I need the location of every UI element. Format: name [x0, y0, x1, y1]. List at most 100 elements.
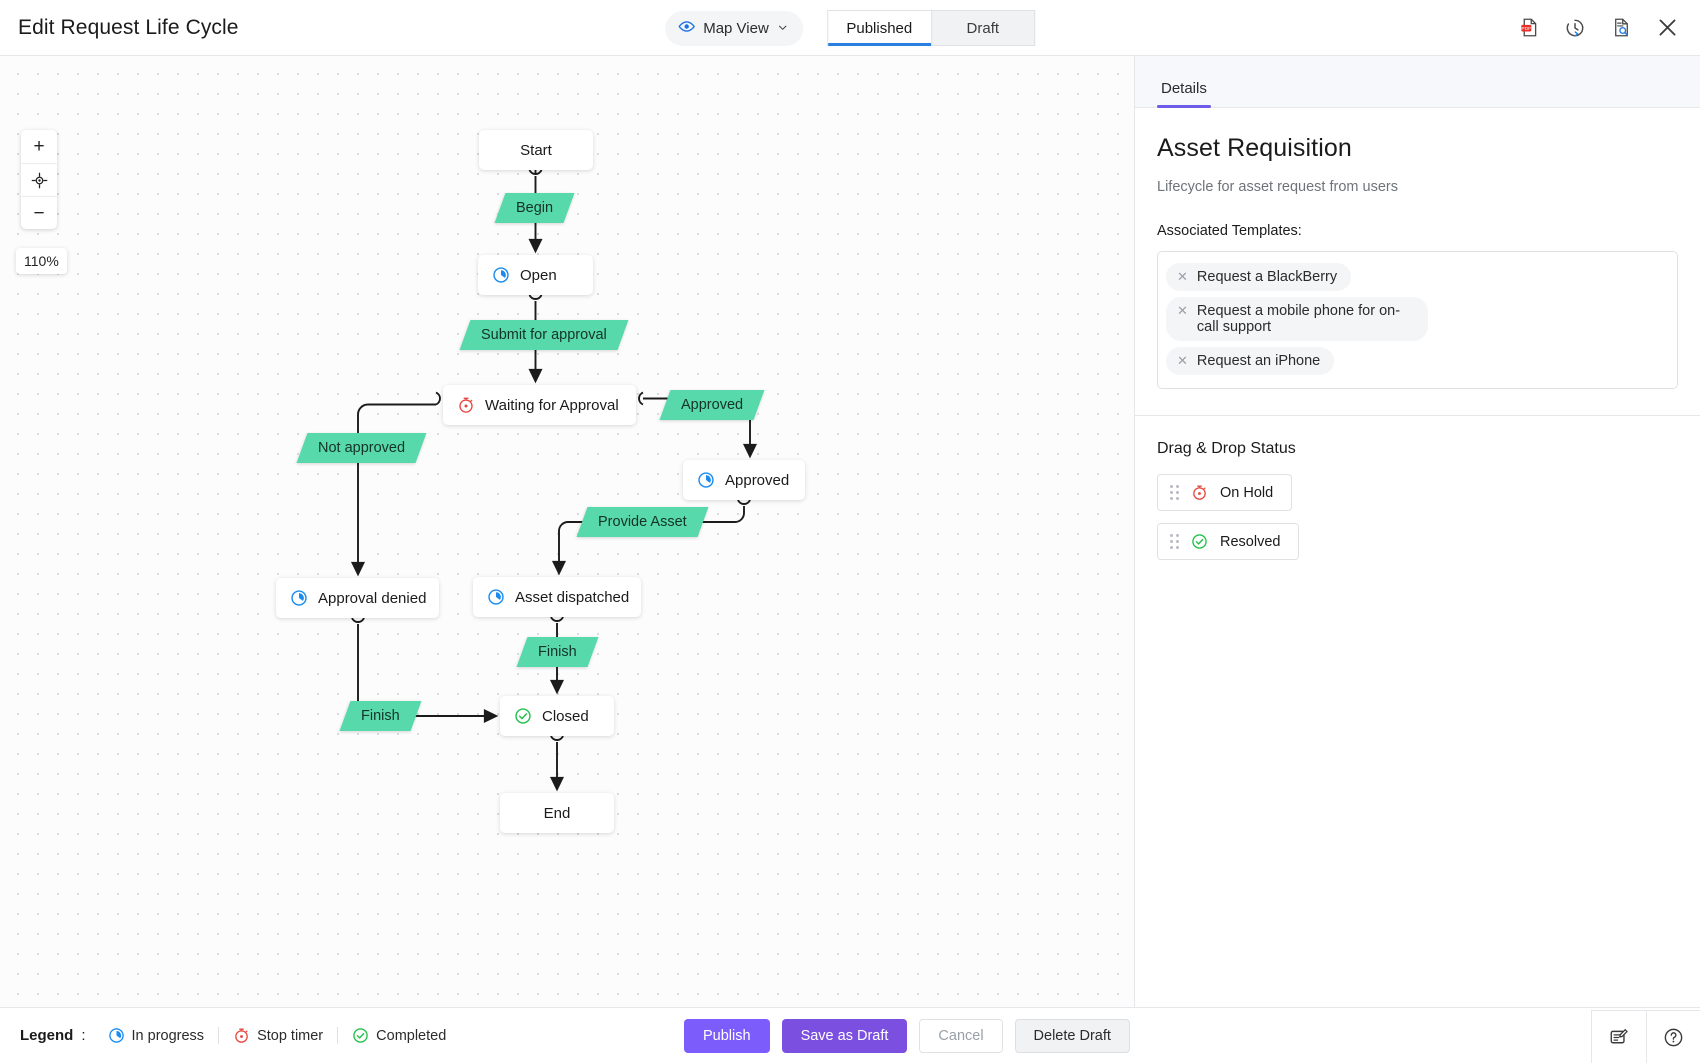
template-chip[interactable]: ✕ Request an iPhone — [1166, 347, 1335, 375]
zoom-level-label: 110% — [16, 248, 67, 274]
zoom-controls: + − — [21, 130, 57, 229]
save-as-draft-button[interactable]: Save as Draft — [781, 1019, 908, 1053]
node-label: Approved — [725, 471, 790, 489]
delete-draft-button[interactable]: Delete Draft — [1014, 1019, 1130, 1053]
transition-label: Not approved — [318, 440, 406, 456]
map-view-label: Map View — [703, 19, 769, 37]
corner-utility-bar — [1591, 1010, 1700, 1063]
footer-actions: Publish Save as Draft Cancel Delete Draf… — [684, 1008, 1130, 1063]
legend-item-completed: Completed — [337, 1027, 460, 1044]
node-open[interactable]: Open — [478, 255, 593, 295]
details-panel: Details Asset Requisition Lifecycle for … — [1135, 56, 1700, 1007]
tab-published[interactable]: Published — [826, 10, 931, 46]
app-footer: Legend : In progress — [0, 1007, 1700, 1063]
in-progress-icon — [487, 588, 505, 606]
transition-label: Provide Asset — [598, 514, 687, 530]
lifecycle-description: Lifecycle for asset request from users — [1157, 179, 1398, 195]
publish-state-tabs: Published Draft — [826, 10, 1035, 46]
node-approved[interactable]: Approved — [683, 460, 805, 500]
chevron-down-icon — [777, 20, 788, 37]
stop-timer-icon — [233, 1027, 250, 1044]
completed-icon — [514, 707, 532, 725]
legend-label: Stop timer — [257, 1027, 324, 1044]
transition-submit-for-approval[interactable]: Submit for approval — [459, 320, 629, 350]
transition-label: Approved — [681, 397, 744, 413]
node-end[interactable]: End — [500, 793, 614, 833]
legend-label: In progress — [131, 1027, 205, 1044]
template-label: Request a mobile phone for on-call suppo… — [1196, 303, 1401, 335]
node-label: End — [543, 804, 571, 822]
legend-colon: : — [81, 1027, 86, 1044]
page-title: Edit Request Life Cycle — [18, 15, 239, 39]
tab-details[interactable]: Details — [1157, 80, 1211, 108]
transition-finish-denied[interactable]: Finish — [339, 701, 422, 731]
node-label: Closed — [542, 707, 589, 725]
feedback-edit-icon[interactable] — [1592, 1011, 1646, 1063]
close-x-icon[interactable]: ✕ — [1177, 353, 1188, 368]
lifecycle-canvas[interactable]: + − 110% — [0, 56, 1135, 1007]
legend-label: Completed — [376, 1027, 447, 1044]
transition-label: Finish — [538, 644, 577, 660]
template-chip[interactable]: ✕ Request a mobile phone for on-call sup… — [1166, 297, 1428, 341]
transition-provide-asset[interactable]: Provide Asset — [576, 507, 709, 537]
map-view-dropdown[interactable]: Map View — [665, 10, 803, 46]
dnd-status-resolved[interactable]: Resolved — [1157, 523, 1300, 560]
zoom-in-button[interactable]: + — [33, 136, 45, 157]
node-waiting-for-approval[interactable]: Waiting for Approval — [443, 385, 636, 425]
zoom-out-button[interactable]: − — [21, 196, 57, 229]
close-x-icon[interactable]: ✕ — [1177, 303, 1188, 318]
associated-templates-label: Associated Templates: — [1157, 223, 1302, 239]
svg-text:PDF: PDF — [1521, 26, 1531, 32]
document-search-icon[interactable] — [1608, 15, 1634, 41]
legend-item-stop-timer: Stop timer — [218, 1027, 337, 1044]
in-progress-icon — [290, 589, 308, 607]
legend-item-in-progress: In progress — [94, 1027, 219, 1044]
cancel-button: Cancel — [919, 1019, 1003, 1053]
transition-label: Begin — [516, 200, 554, 216]
completed-icon — [1191, 533, 1208, 550]
stop-timer-icon — [1191, 484, 1208, 501]
node-asset-dispatched[interactable]: Asset dispatched — [473, 577, 641, 617]
diagram-connectors — [350, 169, 758, 792]
transition-finish-dispatch[interactable]: Finish — [516, 637, 599, 667]
header-center-controls: Map View Published Draft — [665, 0, 1035, 56]
transition-not-approved[interactable]: Not approved — [296, 433, 427, 463]
in-progress-icon — [697, 471, 715, 489]
dnd-status-label: On Hold — [1220, 484, 1274, 501]
node-label: Approval denied — [318, 589, 427, 607]
node-closed[interactable]: Closed — [500, 696, 614, 736]
publish-button[interactable]: Publish — [684, 1019, 770, 1053]
drag-handle-icon[interactable] — [1170, 485, 1179, 500]
drag-drop-list: On Hold — [1157, 474, 1678, 523]
eye-icon — [678, 18, 695, 39]
dnd-status-on-hold[interactable]: On Hold — [1157, 474, 1293, 511]
header-actions: PDF — [1516, 15, 1700, 41]
completed-icon — [352, 1027, 369, 1044]
panel-content: Asset Requisition Lifecycle for asset re… — [1135, 108, 1700, 572]
tab-draft[interactable]: Draft — [930, 10, 1035, 46]
export-pdf-icon[interactable]: PDF — [1516, 15, 1542, 41]
in-progress-icon — [108, 1027, 125, 1044]
close-x-icon[interactable]: ✕ — [1177, 269, 1188, 284]
transition-label: Finish — [361, 708, 400, 724]
transition-begin[interactable]: Begin — [494, 193, 575, 223]
drag-handle-icon[interactable] — [1170, 534, 1179, 549]
transition-label: Submit for approval — [481, 327, 607, 343]
node-label: Asset dispatched — [515, 588, 630, 606]
in-progress-icon — [492, 266, 510, 284]
recenter-target-icon[interactable] — [21, 163, 57, 196]
panel-tab-bar: Details — [1135, 56, 1700, 108]
node-start[interactable]: Start — [479, 130, 593, 170]
template-chip[interactable]: ✕ Request a BlackBerry — [1166, 263, 1352, 291]
drag-drop-list-2: Resolved — [1157, 523, 1678, 572]
drag-drop-status-title: Drag & Drop Status — [1157, 440, 1296, 457]
node-approval-denied[interactable]: Approval denied — [276, 578, 439, 618]
close-icon[interactable] — [1654, 15, 1680, 41]
panel-divider — [1135, 415, 1700, 416]
history-clock-icon[interactable] — [1562, 15, 1588, 41]
transition-approved[interactable]: Approved — [659, 390, 765, 420]
associated-templates-box[interactable]: ✕ Request a BlackBerry ✕ Request a mobil… — [1157, 251, 1678, 389]
template-label: Request an iPhone — [1196, 353, 1321, 369]
help-question-icon[interactable] — [1646, 1011, 1700, 1063]
stop-timer-icon — [457, 396, 475, 414]
